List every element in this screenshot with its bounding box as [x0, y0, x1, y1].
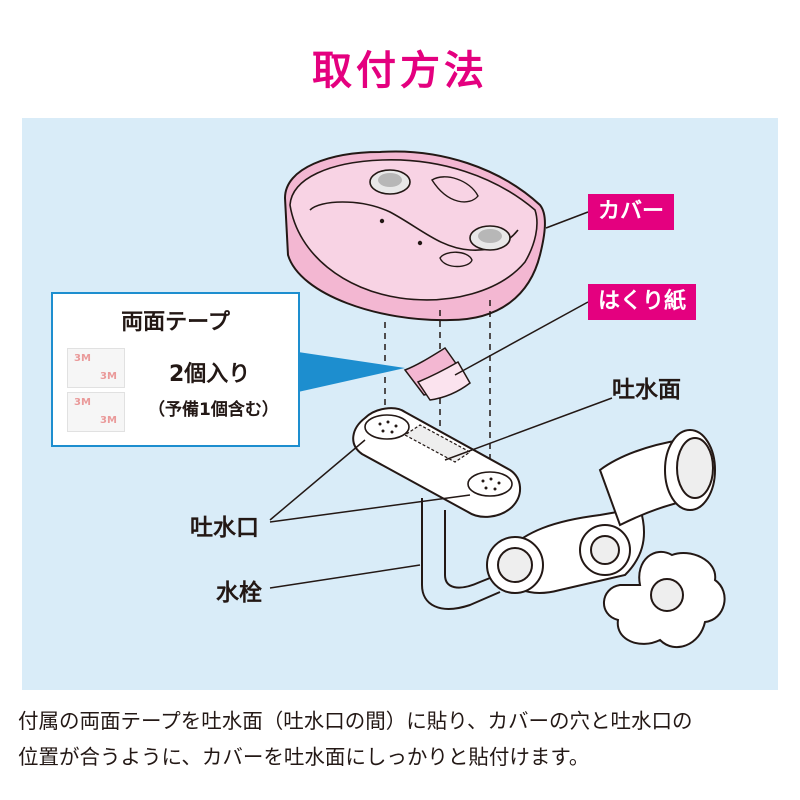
- tape-note: （予備1個含む）: [148, 400, 279, 420]
- tape-brand-mark: 3M: [100, 371, 117, 382]
- tape-count: 2個入り: [169, 362, 251, 387]
- tape-brand-mark: 3M: [74, 353, 91, 364]
- release-paper-illustration: [403, 346, 471, 401]
- page-title: 取付方法: [312, 48, 488, 94]
- faucet-illustration: [486, 429, 726, 649]
- tape-brand-mark: 3M: [100, 415, 117, 426]
- faucet-label: 水栓: [216, 580, 262, 606]
- spout-illustration: [352, 407, 521, 610]
- tape-box-title: 両面テープ: [121, 310, 230, 335]
- spout-surface-label: 吐水面: [612, 377, 681, 403]
- instruction-line-2: 位置が合うように、カバーを吐水面にしっかりと貼付けます。: [18, 745, 590, 769]
- tape-sample-image: 3M 3M: [67, 392, 125, 432]
- double-sided-tape-box: 両面テープ 3M 3M 3M 3M 2個入り （予備1個含む）: [51, 292, 300, 447]
- spout-outlet-label: 吐水口: [190, 515, 259, 541]
- cover-illustration: [283, 150, 546, 322]
- tape-sample-image: 3M 3M: [67, 348, 125, 388]
- tape-brand-mark: 3M: [74, 397, 91, 408]
- info-pointer: [298, 352, 405, 392]
- cover-label: カバー: [588, 194, 675, 230]
- release-paper-label: はくり紙: [588, 284, 697, 320]
- instruction-line-1: 付属の両面テープを吐水面（吐水口の間）に貼り、カバーの穴と吐水口の: [18, 709, 693, 733]
